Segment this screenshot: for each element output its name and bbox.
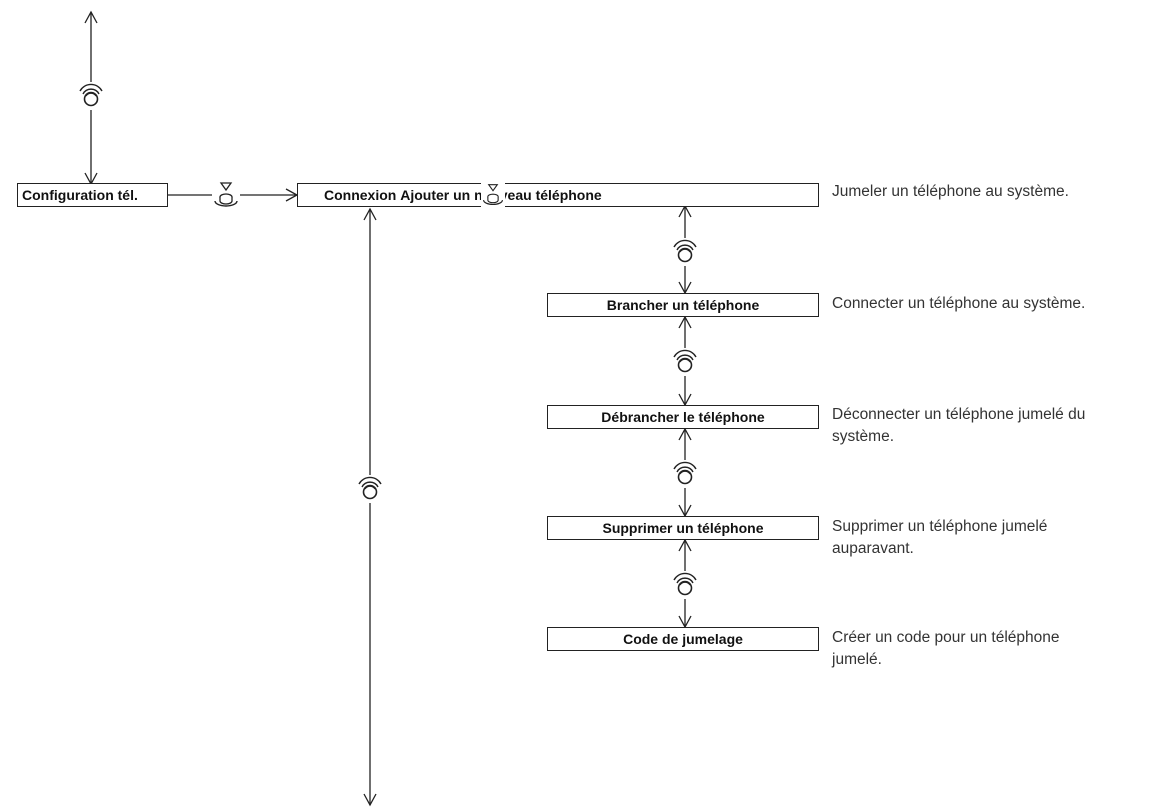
rotate-knob-icon: [77, 82, 105, 110]
rotate-knob-icon: [671, 348, 699, 376]
connect-phone-node[interactable]: Brancher un téléphone: [547, 293, 819, 317]
pairing-code-description: Créer un code pour un téléphone jumelé.: [832, 629, 1060, 668]
connexion-label: Connexion: [324, 187, 397, 203]
disconnect-phone-description: Déconnecter un téléphone jumelé du systè…: [832, 406, 1086, 445]
disconnect-phone-node[interactable]: Débrancher le téléphone: [547, 405, 819, 429]
config-node[interactable]: Configuration tél.: [17, 183, 168, 207]
connect-phone-description: Connecter un téléphone au système.: [832, 295, 1086, 312]
press-knob-icon: [481, 183, 505, 207]
add-phone-description: Jumeler un téléphone au système.: [832, 183, 1069, 200]
connexion-node[interactable]: Connexion Ajouter un nouveau téléphone: [297, 183, 819, 207]
delete-phone-description: Supprimer un téléphone jumelé auparavant…: [832, 518, 1048, 557]
pairing-code-node[interactable]: Code de jumelage: [547, 627, 819, 651]
rotate-knob-icon: [671, 460, 699, 488]
rotate-knob-icon: [671, 238, 699, 266]
rotate-knob-icon: [356, 475, 384, 503]
delete-phone-node[interactable]: Supprimer un téléphone: [547, 516, 819, 540]
rotate-knob-icon: [671, 571, 699, 599]
press-knob-icon: [212, 181, 240, 209]
